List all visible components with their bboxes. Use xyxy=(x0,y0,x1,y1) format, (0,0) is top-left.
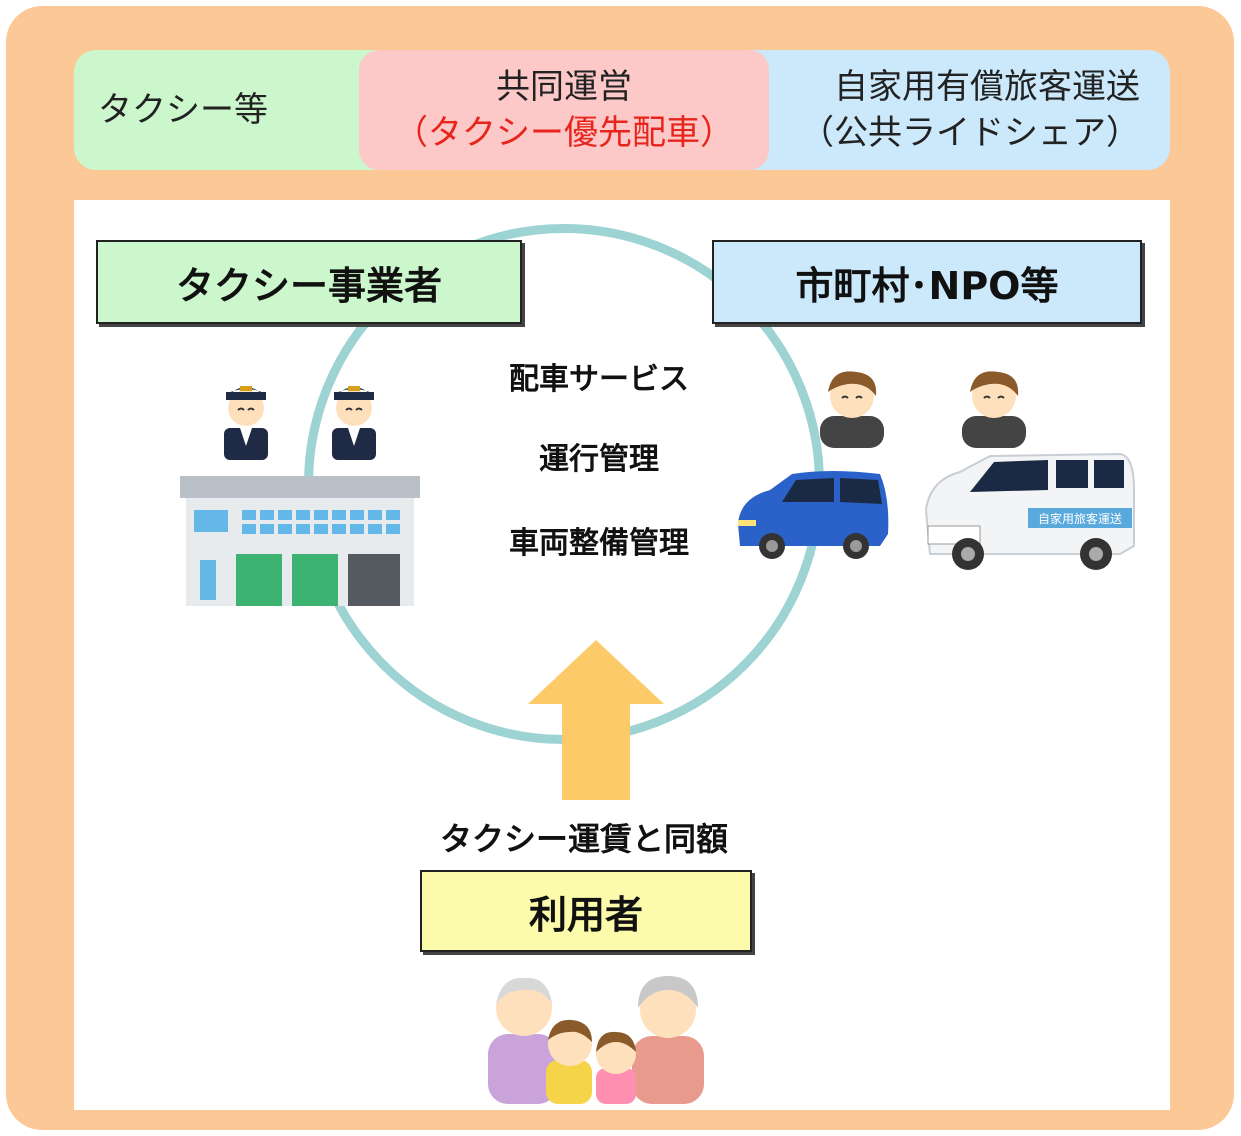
municipality-box: 市町村･NPO等 xyxy=(712,240,1142,324)
segment-public-rideshare: 自家用有償旅客運送 （公共ライドシェア） xyxy=(734,50,1170,170)
segment-joint-operation: 共同運営 （タクシー優先配車） xyxy=(359,50,769,170)
taxi-driver-icon xyxy=(224,386,376,460)
person-icon xyxy=(820,371,884,448)
minivan-icon xyxy=(738,471,889,559)
category-bar: タクシー等 自家用有償旅客運送 （公共ライドシェア） 共同運営 （タクシー優先配… xyxy=(74,50,1170,170)
service-dispatch: 配車サービス xyxy=(509,362,689,397)
diagram-panel: タクシー事業者 市町村･NPO等 配車サービス 運行管理 車両整備管理 xyxy=(74,200,1170,1110)
van-icon: 自家用旅客運送 xyxy=(924,452,1135,570)
taxi-operator-box: タクシー事業者 xyxy=(96,240,522,324)
service-operation-management: 運行管理 xyxy=(539,442,659,477)
service-vehicle-maintenance: 車両整備管理 xyxy=(509,526,689,561)
building-icon xyxy=(180,476,420,606)
segment-taxi: タクシー等 xyxy=(74,50,394,170)
segment-taxi-label: タクシー等 xyxy=(98,90,268,130)
segment-joint-line2: （タクシー優先配車） xyxy=(394,113,734,153)
fare-label: タクシー運賃と同額 xyxy=(439,820,728,858)
segment-rideshare-line1: 自家用有償旅客運送 xyxy=(834,67,1140,107)
person-icon xyxy=(962,371,1026,448)
up-arrow-icon xyxy=(528,640,664,800)
user-box: 利用者 xyxy=(420,870,752,952)
van-side-text: 自家用旅客運送 xyxy=(1038,511,1122,526)
family-icon xyxy=(488,976,704,1104)
segment-joint-line1: 共同運営 xyxy=(496,67,632,107)
segment-rideshare-line2: （公共ライドシェア） xyxy=(800,113,1140,153)
